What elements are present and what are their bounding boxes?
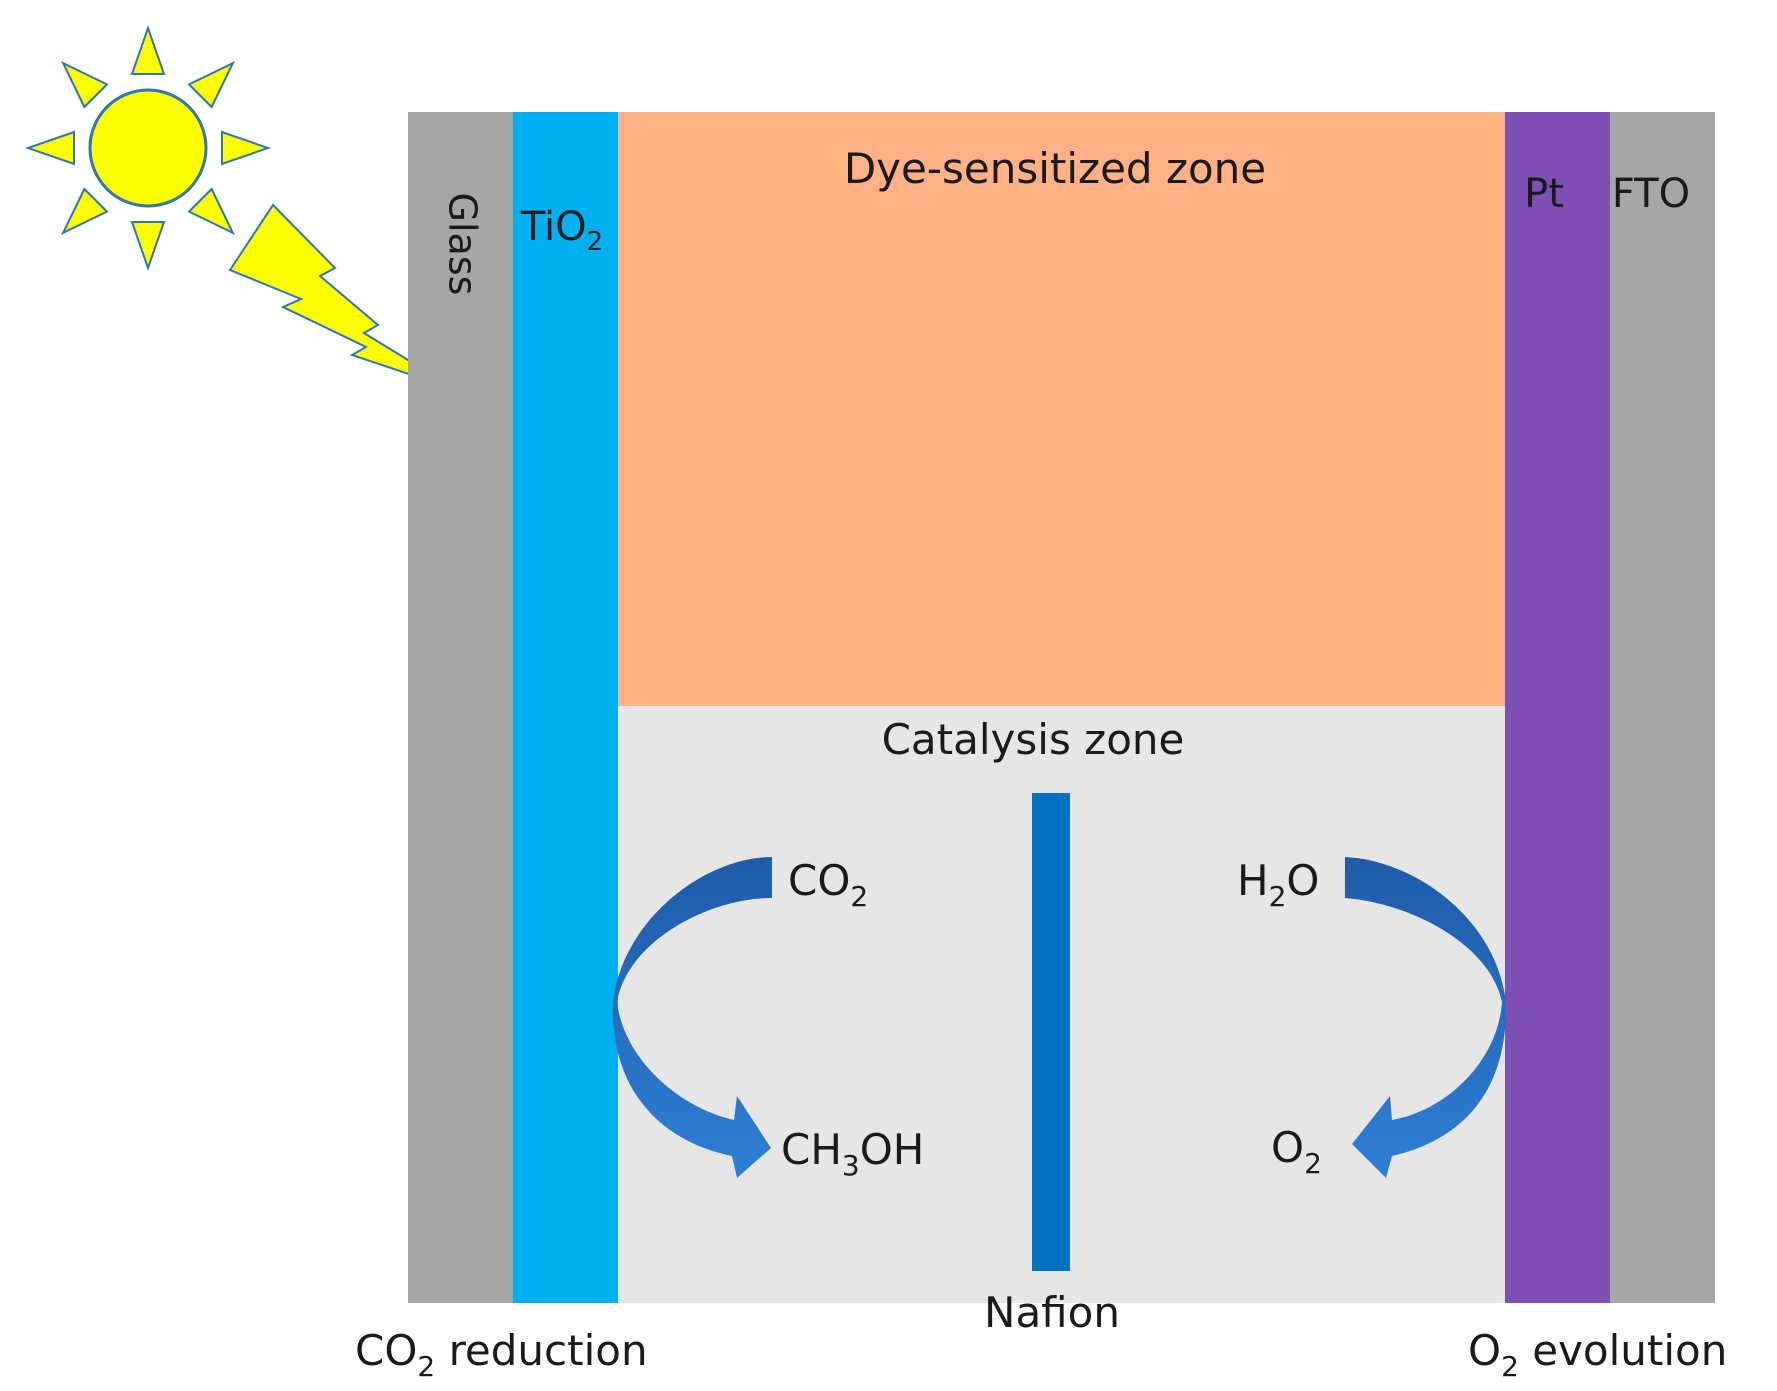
fto-label: FTO — [1612, 171, 1690, 217]
pt-layer — [1505, 112, 1610, 1303]
co2-reduction-caption: CO2 reduction — [355, 1326, 648, 1383]
tio2-layer — [513, 112, 618, 1303]
sun-ray — [221, 130, 272, 166]
tio2-label: TiO2 — [520, 204, 603, 257]
dye-sensitized-zone — [618, 112, 1505, 706]
catalysis-zone-label: Catalysis zone — [882, 715, 1185, 764]
sun-ray — [187, 60, 236, 109]
nafion-membrane — [1032, 793, 1070, 1271]
co2-label: CO2 — [788, 856, 868, 913]
dye-sensitized-zone-label: Dye-sensitized zone — [844, 144, 1266, 193]
h2o-label: H2O — [1237, 856, 1319, 913]
sun-ray — [130, 24, 166, 75]
glass-layer — [408, 112, 513, 1303]
sun-ray — [187, 187, 236, 236]
o2-label: O2 — [1271, 1123, 1322, 1180]
glass-label: Glass — [441, 193, 485, 296]
o2-evolution-caption: O2 evolution — [1468, 1326, 1727, 1383]
lightning-bolt-icon — [228, 203, 458, 391]
nafion-label: Nafion — [984, 1288, 1120, 1337]
sun-ray — [24, 130, 75, 166]
sun-icon — [24, 24, 272, 272]
pt-label: Pt — [1524, 171, 1564, 217]
ch3oh-label: CH3OH — [781, 1125, 924, 1182]
co2-reduction-arrow — [612, 857, 772, 1178]
sun-ray — [60, 60, 109, 109]
h2o-oxidation-arrow — [1345, 857, 1507, 1178]
sun-ray — [130, 221, 166, 272]
sun-ray — [60, 187, 109, 236]
fto-layer — [1610, 112, 1715, 1303]
